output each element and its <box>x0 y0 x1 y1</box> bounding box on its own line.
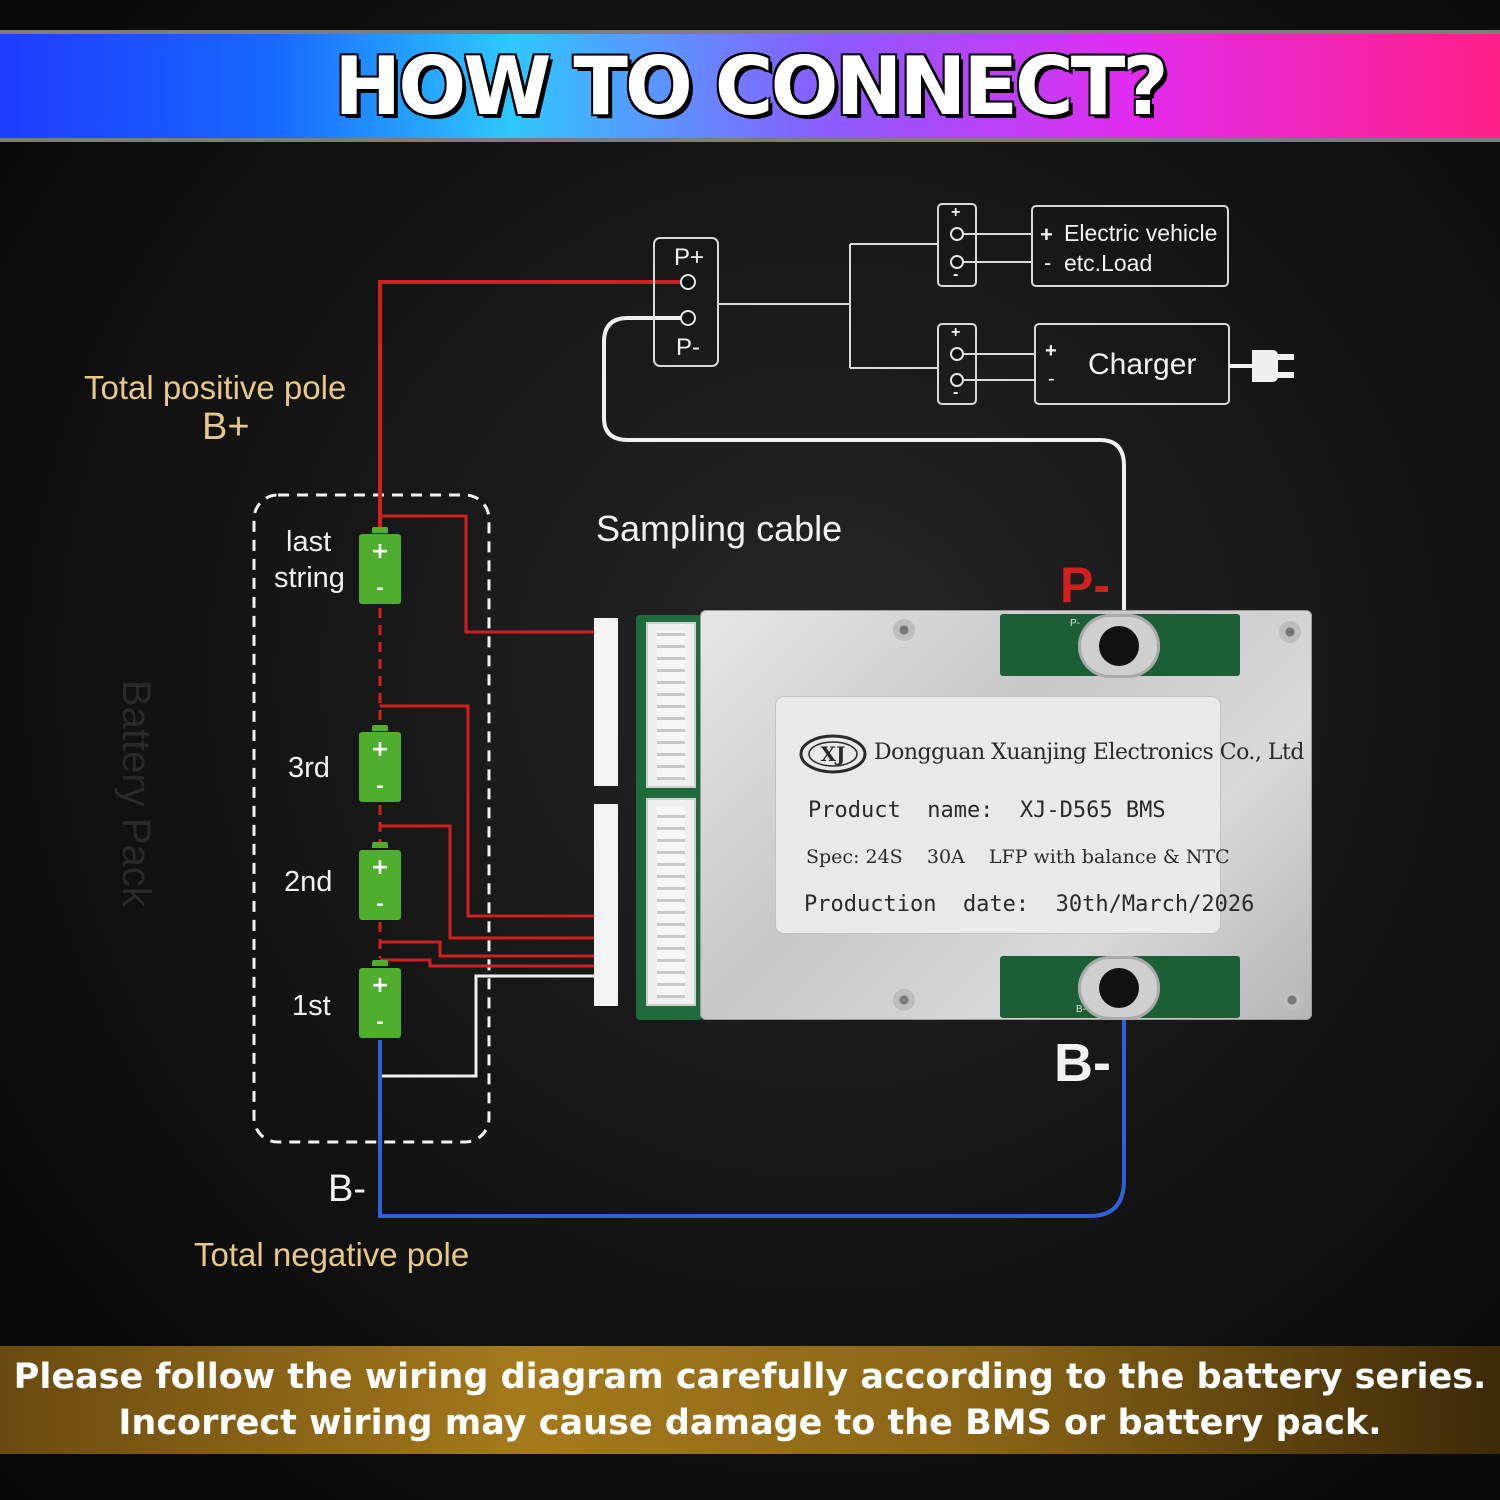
company-name: Dongguan Xuanjing Electronics Co., Ltd <box>874 740 1304 765</box>
total-negative-label: Total negative pole <box>194 1236 470 1273</box>
cell-cap <box>372 842 388 848</box>
footer-line1: Please follow the wiring diagram careful… <box>13 1357 1487 1397</box>
ev-load-line1: Electric vehicle <box>1064 220 1218 246</box>
ev-plus-sign: + <box>1040 222 1053 247</box>
sampling-wire <box>380 824 595 940</box>
product-name: Product name: XJ-D565 BMS <box>808 798 1166 823</box>
production-date: Production date: 30th/March/2026 <box>804 892 1255 917</box>
sampling-wire <box>380 958 595 968</box>
cell-label: 2nd <box>284 866 333 898</box>
cell-cap <box>372 960 388 966</box>
cell-label: 1st <box>292 990 331 1022</box>
cell-minus-sign: - <box>376 894 384 915</box>
balance-connector-lower <box>646 798 696 1006</box>
cell-minus-sign: - <box>376 578 384 599</box>
charger-plus-terminal <box>950 347 964 361</box>
output-terminal-box <box>653 237 719 367</box>
sampling-cable-label: Sampling cable <box>596 508 843 549</box>
sampling-wire <box>380 704 595 918</box>
header-banner <box>0 30 1500 142</box>
cell-plus-sign: + <box>370 973 390 998</box>
p-minus-board-label: P- <box>1060 557 1110 613</box>
b-minus-pad-label: B- <box>1076 1004 1086 1015</box>
sampling-wire <box>380 940 595 958</box>
charger-block-plus: + <box>951 324 961 341</box>
cell-minus-sign: - <box>376 776 384 797</box>
screw <box>893 619 915 641</box>
p-minus-bolt-hole <box>1099 626 1139 666</box>
cell-minus-sign: - <box>376 1012 384 1033</box>
balance-connector-upper <box>646 622 696 788</box>
b-plus-label: B+ <box>202 406 250 448</box>
balance-plug-upper <box>594 618 618 786</box>
cell-label-line1: last <box>286 526 332 558</box>
screw <box>1279 621 1301 643</box>
screw <box>893 989 915 1011</box>
p-plus-label: P+ <box>674 244 705 271</box>
battery-pack-outline <box>252 493 491 1144</box>
p-minus-label: P- <box>676 334 700 361</box>
ev-load-box <box>1031 205 1229 287</box>
b-minus-board-label: B- <box>1054 1033 1111 1093</box>
cell-plus-sign: + <box>370 539 390 564</box>
cell-plus-sign: + <box>370 737 390 762</box>
charger-minus-sign: - <box>1048 368 1055 390</box>
sampling-wire <box>380 514 595 634</box>
plug-icon <box>1229 350 1294 382</box>
charger-plus-sign: + <box>1045 340 1057 362</box>
ev-plus-terminal <box>950 227 964 241</box>
ev-block-minus: - <box>953 266 959 283</box>
product-spec: Spec: 24S 30A LFP with balance & NTC <box>806 846 1230 868</box>
cell-label-line2: string <box>274 562 345 594</box>
p-minus-terminal <box>680 310 696 326</box>
page-title: HOW TO CONNECT? <box>334 40 1168 133</box>
cell-label: 3rd <box>288 752 330 784</box>
ev-load-line2: etc.Load <box>1064 250 1153 276</box>
battery-pack-watermark: Battery Pack <box>114 680 158 907</box>
charger-block-minus: - <box>953 384 959 401</box>
logo-text: XJ <box>821 742 846 766</box>
balance-plug-lower <box>594 804 618 1006</box>
charger-terminal-block <box>937 323 977 405</box>
ev-minus-sign: - <box>1044 250 1052 275</box>
screw <box>1281 989 1303 1011</box>
charger-label: Charger <box>1088 348 1197 381</box>
p-plus-terminal <box>680 274 696 290</box>
cell-cap <box>372 527 388 533</box>
cell-body <box>359 732 401 802</box>
b-minus-bottom-label: B- <box>328 1168 366 1210</box>
p-minus-wire <box>602 316 1126 612</box>
cell-body <box>359 534 401 604</box>
p-minus-pad-label: P- <box>1070 618 1080 629</box>
footer-banner: Please follow the wiring diagram careful… <box>0 1346 1500 1454</box>
xj-logo-icon: XJ <box>799 734 867 774</box>
total-positive-label: Total positive pole <box>84 369 347 406</box>
b-minus-bolt-hole <box>1099 968 1139 1008</box>
bms-label-card <box>776 697 1220 933</box>
cell-plus-sign: + <box>370 855 390 880</box>
negative-wire <box>378 1020 1126 1218</box>
sampling-wire-negative <box>380 974 595 1078</box>
cell-body <box>359 850 401 920</box>
footer-line2: Incorrect wiring may cause damage to the… <box>118 1403 1382 1443</box>
ev-terminal-block <box>937 203 977 287</box>
ev-block-plus: + <box>951 204 961 221</box>
cell-cap <box>372 725 388 731</box>
cell-body <box>359 968 401 1038</box>
positive-wire <box>378 280 688 528</box>
